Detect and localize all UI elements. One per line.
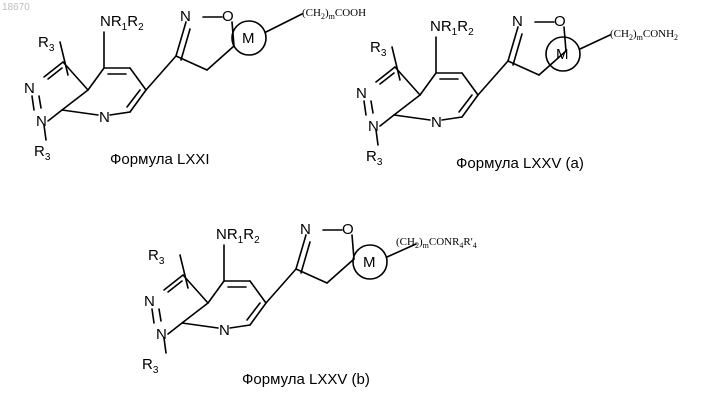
- svg-text:NR1R2: NR1R2: [430, 18, 474, 38]
- nr1r2-label: NR: [100, 13, 122, 30]
- svg-text:R3: R3: [34, 143, 51, 163]
- nr1r2-label: NR: [430, 18, 452, 35]
- nr1r2-label: NR: [216, 226, 238, 243]
- isoxazoline-o-label: O: [554, 13, 566, 30]
- n7-label: N: [99, 109, 110, 126]
- n1-label: N: [368, 118, 379, 135]
- chain-label-lxxi: (CH2)mCOOH: [302, 7, 366, 21]
- isoxazoline-n-label: N: [300, 221, 311, 238]
- r3-n1-label: R: [366, 148, 377, 165]
- svg-text:NR1R2: NR1R2: [100, 13, 144, 33]
- m-ring-label: M: [556, 46, 569, 63]
- page-id: 18670: [2, 2, 30, 13]
- r3-label: R: [38, 34, 49, 51]
- caption-lxxv-b: Формула LXXV (b): [242, 371, 370, 388]
- n2-label: N: [356, 85, 367, 102]
- m-ring-label: M: [363, 254, 376, 271]
- svg-text:R3: R3: [38, 34, 55, 54]
- n7-label: N: [431, 114, 442, 131]
- structure-lxxi: R3 NR1R2 N N N R3 N O M (CH2)mCOOH Форму…: [24, 7, 366, 168]
- n1-label: N: [156, 326, 167, 343]
- isoxazoline-o-label: O: [342, 221, 354, 238]
- r3-n1-label: R: [142, 356, 153, 373]
- isoxazoline-o-label: O: [222, 8, 234, 25]
- n1-label: N: [36, 113, 47, 130]
- structure-lxxv-a: R3 NR1R2 N N N R3 N O M (CH2)mCONH2 Форм…: [356, 13, 678, 172]
- structure-lxxv-b: R3 NR1R2 N N N R3 N O M (CH2)mCONR4R'4 Ф…: [142, 221, 477, 388]
- n7-label: N: [219, 322, 230, 339]
- n2-label: N: [24, 80, 35, 97]
- svg-text:R3: R3: [366, 148, 383, 168]
- caption-lxxi: Формула LXXI: [110, 151, 210, 168]
- svg-text:R3: R3: [148, 247, 165, 267]
- caption-lxxv-a: Формула LXXV (a): [456, 155, 584, 172]
- m-ring-label: M: [242, 30, 255, 47]
- svg-text:R3: R3: [370, 39, 387, 59]
- n2-label: N: [144, 293, 155, 310]
- isoxazoline-n-label: N: [180, 8, 191, 25]
- isoxazoline-n-label: N: [512, 13, 523, 30]
- svg-text:R3: R3: [142, 356, 159, 376]
- chain-label-lxxv-b: (CH2)mCONR4R'4: [396, 236, 477, 250]
- chain-label-lxxv-a: (CH2)mCONH2: [610, 28, 678, 42]
- r3-label: R: [148, 247, 159, 264]
- r3-n1-label: R: [34, 143, 45, 160]
- r3-label: R: [370, 39, 381, 56]
- svg-text:NR1R2: NR1R2: [216, 226, 260, 246]
